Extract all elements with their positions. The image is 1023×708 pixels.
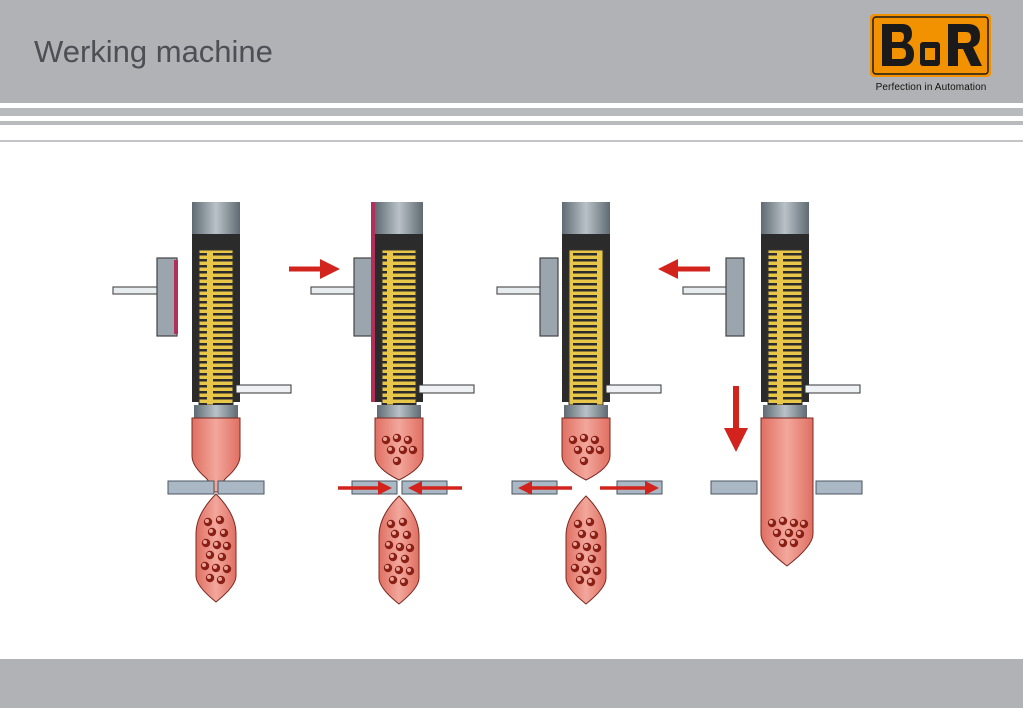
stage-4 xyxy=(658,202,863,567)
machine-diagram-svg xyxy=(112,202,863,605)
auger-coil xyxy=(198,249,234,406)
footer-bar xyxy=(0,659,1023,708)
br-logo-mark xyxy=(870,14,991,77)
press-rod xyxy=(112,286,159,295)
filled-bag xyxy=(760,417,814,567)
press-plate xyxy=(539,257,559,337)
header-bar xyxy=(0,0,1023,103)
machine-diagram xyxy=(0,150,1023,625)
header-stripe-3 xyxy=(0,140,1023,142)
stage-2 xyxy=(289,202,475,605)
clamp-left xyxy=(710,480,758,495)
stage-3 xyxy=(496,202,663,605)
clamp-left xyxy=(167,480,215,495)
side-bar xyxy=(235,384,292,394)
br-logo xyxy=(870,14,991,77)
stage-1 xyxy=(112,202,292,603)
auger-coil xyxy=(767,249,803,406)
auger-coil xyxy=(568,249,604,406)
header-stripe-1 xyxy=(0,108,1023,116)
clamp-right xyxy=(217,480,265,495)
slide-title: Werking machine xyxy=(34,34,273,69)
header-stripe-2 xyxy=(0,121,1023,125)
logo-tagline: Perfection in Automation xyxy=(875,82,987,93)
press-plate xyxy=(353,257,373,337)
press-plate xyxy=(725,257,745,337)
auger-coil xyxy=(381,249,417,406)
clamp-right xyxy=(815,480,863,495)
